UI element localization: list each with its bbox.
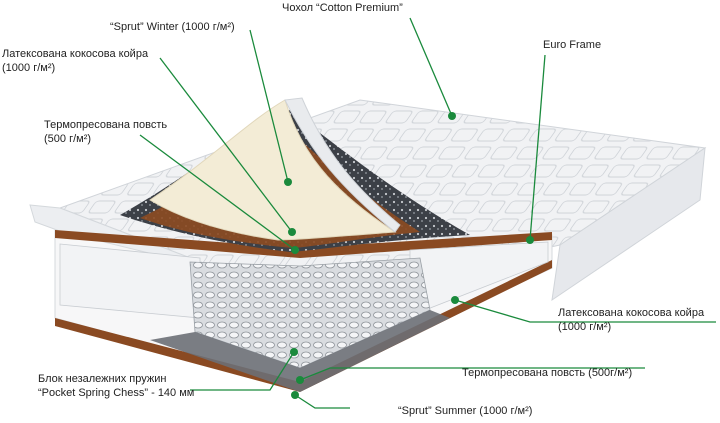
leader-lines — [139, 17, 716, 409]
label-latex-coir-top-line1: Латексована кокосова койра — [2, 48, 149, 60]
label-cover: Чохол “Cotton Premium” — [282, 2, 403, 14]
label-latex-coir-top-line2: (1000 г/м²) — [2, 62, 56, 74]
label-latex-coir-bottom-line1: Латексована кокосова койра — [558, 307, 705, 319]
label-springs-line2: “Pocket Spring Chess” - 140 мм — [38, 387, 195, 399]
felt-layer-bottom — [150, 310, 450, 392]
label-sprut-summer: “Sprut” Summer (1000 г/м²) — [398, 405, 533, 417]
coir-layer-bottom — [55, 260, 552, 392]
mattress-side-panel — [551, 146, 706, 302]
label-felt-top-line2: (500 г/м²) — [44, 133, 92, 145]
peeled-cover-layer — [284, 97, 401, 233]
peeled-latex-layer — [149, 99, 397, 241]
label-felt-top-line1: Термопресована повсть — [44, 119, 168, 131]
coir-layer-top — [55, 230, 552, 258]
label-euro-frame: Euro Frame — [543, 39, 602, 51]
label-springs-line1: Блок незалежних пружин — [38, 373, 167, 385]
label-sprut-winter: “Sprut” Winter (1000 г/м²) — [110, 21, 235, 33]
label-latex-coir-bottom-line2: (1000 г/м²) — [558, 321, 612, 333]
label-felt-bottom: Термопресована повсть (500г/м²) — [462, 367, 633, 379]
marker-dots — [284, 112, 534, 399]
